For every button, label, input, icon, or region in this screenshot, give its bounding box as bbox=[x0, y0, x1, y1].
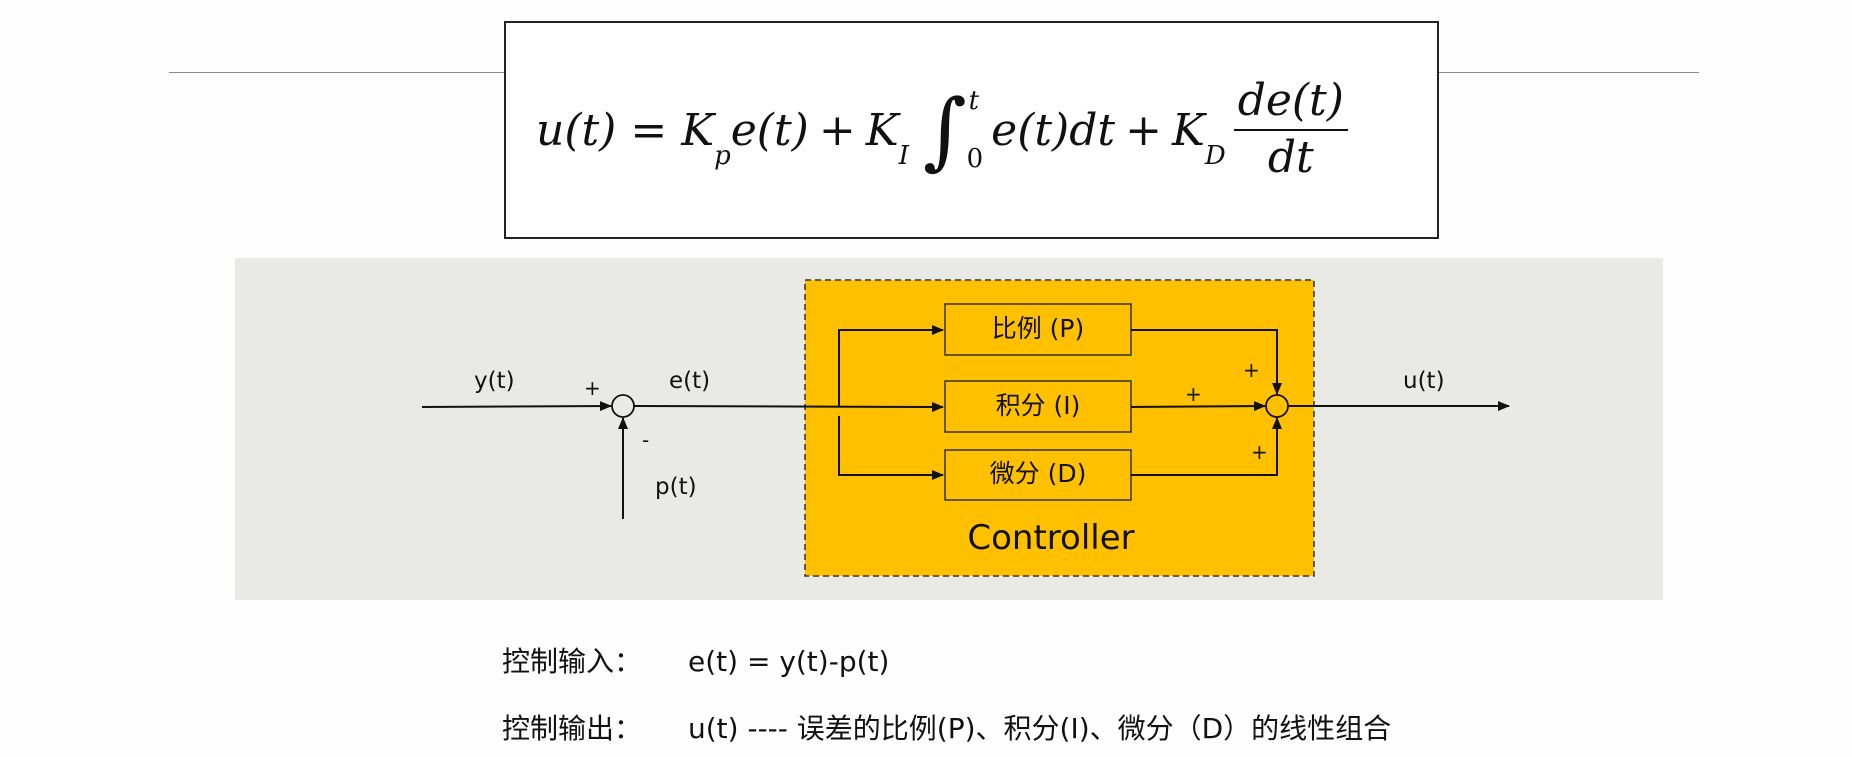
integral-upper: t bbox=[968, 86, 980, 116]
controller-label: Controller bbox=[967, 518, 1135, 558]
label-error-e: e(t) bbox=[669, 368, 711, 394]
control-output-value: u(t) ---- 误差的比例(P)、积分(I)、微分（D）的线性组合 bbox=[688, 712, 1392, 745]
sign-plus-p: + bbox=[1243, 358, 1260, 382]
branch-to-d bbox=[838, 416, 944, 480]
summing-junction-output bbox=[1265, 394, 1289, 418]
block-p bbox=[944, 303, 1132, 356]
frac-numerator: de(t) bbox=[1233, 76, 1348, 131]
control-output-key: 控制输出： bbox=[502, 712, 643, 745]
control-output-line: 控制输出： u(t) ---- 误差的比例(P)、积分(I)、微分（D）的线性组合 bbox=[502, 712, 1391, 746]
sign-plus-d: + bbox=[1251, 440, 1268, 464]
block-i-label: 积分 (I) bbox=[995, 391, 1081, 420]
input-line bbox=[421, 401, 612, 412]
formula-lhs: u(t) bbox=[536, 104, 617, 156]
formula-plus-2: + bbox=[1125, 104, 1162, 156]
formula-ki-sub: I bbox=[898, 141, 909, 171]
d-to-sum-line bbox=[1131, 417, 1282, 476]
label-output-u: u(t) bbox=[1403, 368, 1445, 394]
formula-kp: K bbox=[681, 104, 715, 156]
frac-denominator: dt bbox=[1267, 132, 1314, 183]
formula-integrand: e(t)dt bbox=[991, 104, 1116, 156]
control-input-key: 控制输入： bbox=[502, 645, 643, 678]
formula-derivative: de(t) dt bbox=[1233, 76, 1348, 183]
block-p-label: 比例 (P) bbox=[991, 314, 1085, 343]
formula-kd-sub: D bbox=[1204, 141, 1226, 171]
formula-integral: ∫ t 0 bbox=[923, 88, 983, 172]
p-to-sum-line bbox=[1131, 329, 1282, 395]
sign-minus-feedback: - bbox=[642, 428, 650, 452]
formula-equals: = bbox=[630, 104, 668, 156]
formula-ki: K bbox=[865, 104, 899, 156]
label-feedback-p: p(t) bbox=[655, 474, 697, 500]
summing-junction-error bbox=[611, 394, 635, 418]
formula-term1: e(t) bbox=[730, 104, 809, 156]
integral-lower: 0 bbox=[966, 144, 984, 174]
i-to-sum-line bbox=[1130, 401, 1266, 412]
block-d bbox=[944, 449, 1132, 501]
error-line bbox=[633, 401, 944, 412]
formula-kp-sub: p bbox=[714, 141, 731, 171]
integral-sign: ∫ bbox=[922, 81, 967, 179]
branch-to-p bbox=[838, 325, 944, 406]
sign-plus-i: + bbox=[1185, 382, 1202, 406]
control-input-line: 控制输入： e(t) = y(t)-p(t) bbox=[502, 645, 889, 679]
control-input-value: e(t) = y(t)-p(t) bbox=[688, 645, 890, 678]
block-d-label: 微分 (D) bbox=[989, 459, 1087, 488]
label-input-y: y(t) bbox=[474, 368, 515, 394]
sign-plus-input: + bbox=[584, 376, 601, 400]
formula-kd: K bbox=[1171, 104, 1205, 156]
formula-plus-1: + bbox=[818, 104, 856, 156]
